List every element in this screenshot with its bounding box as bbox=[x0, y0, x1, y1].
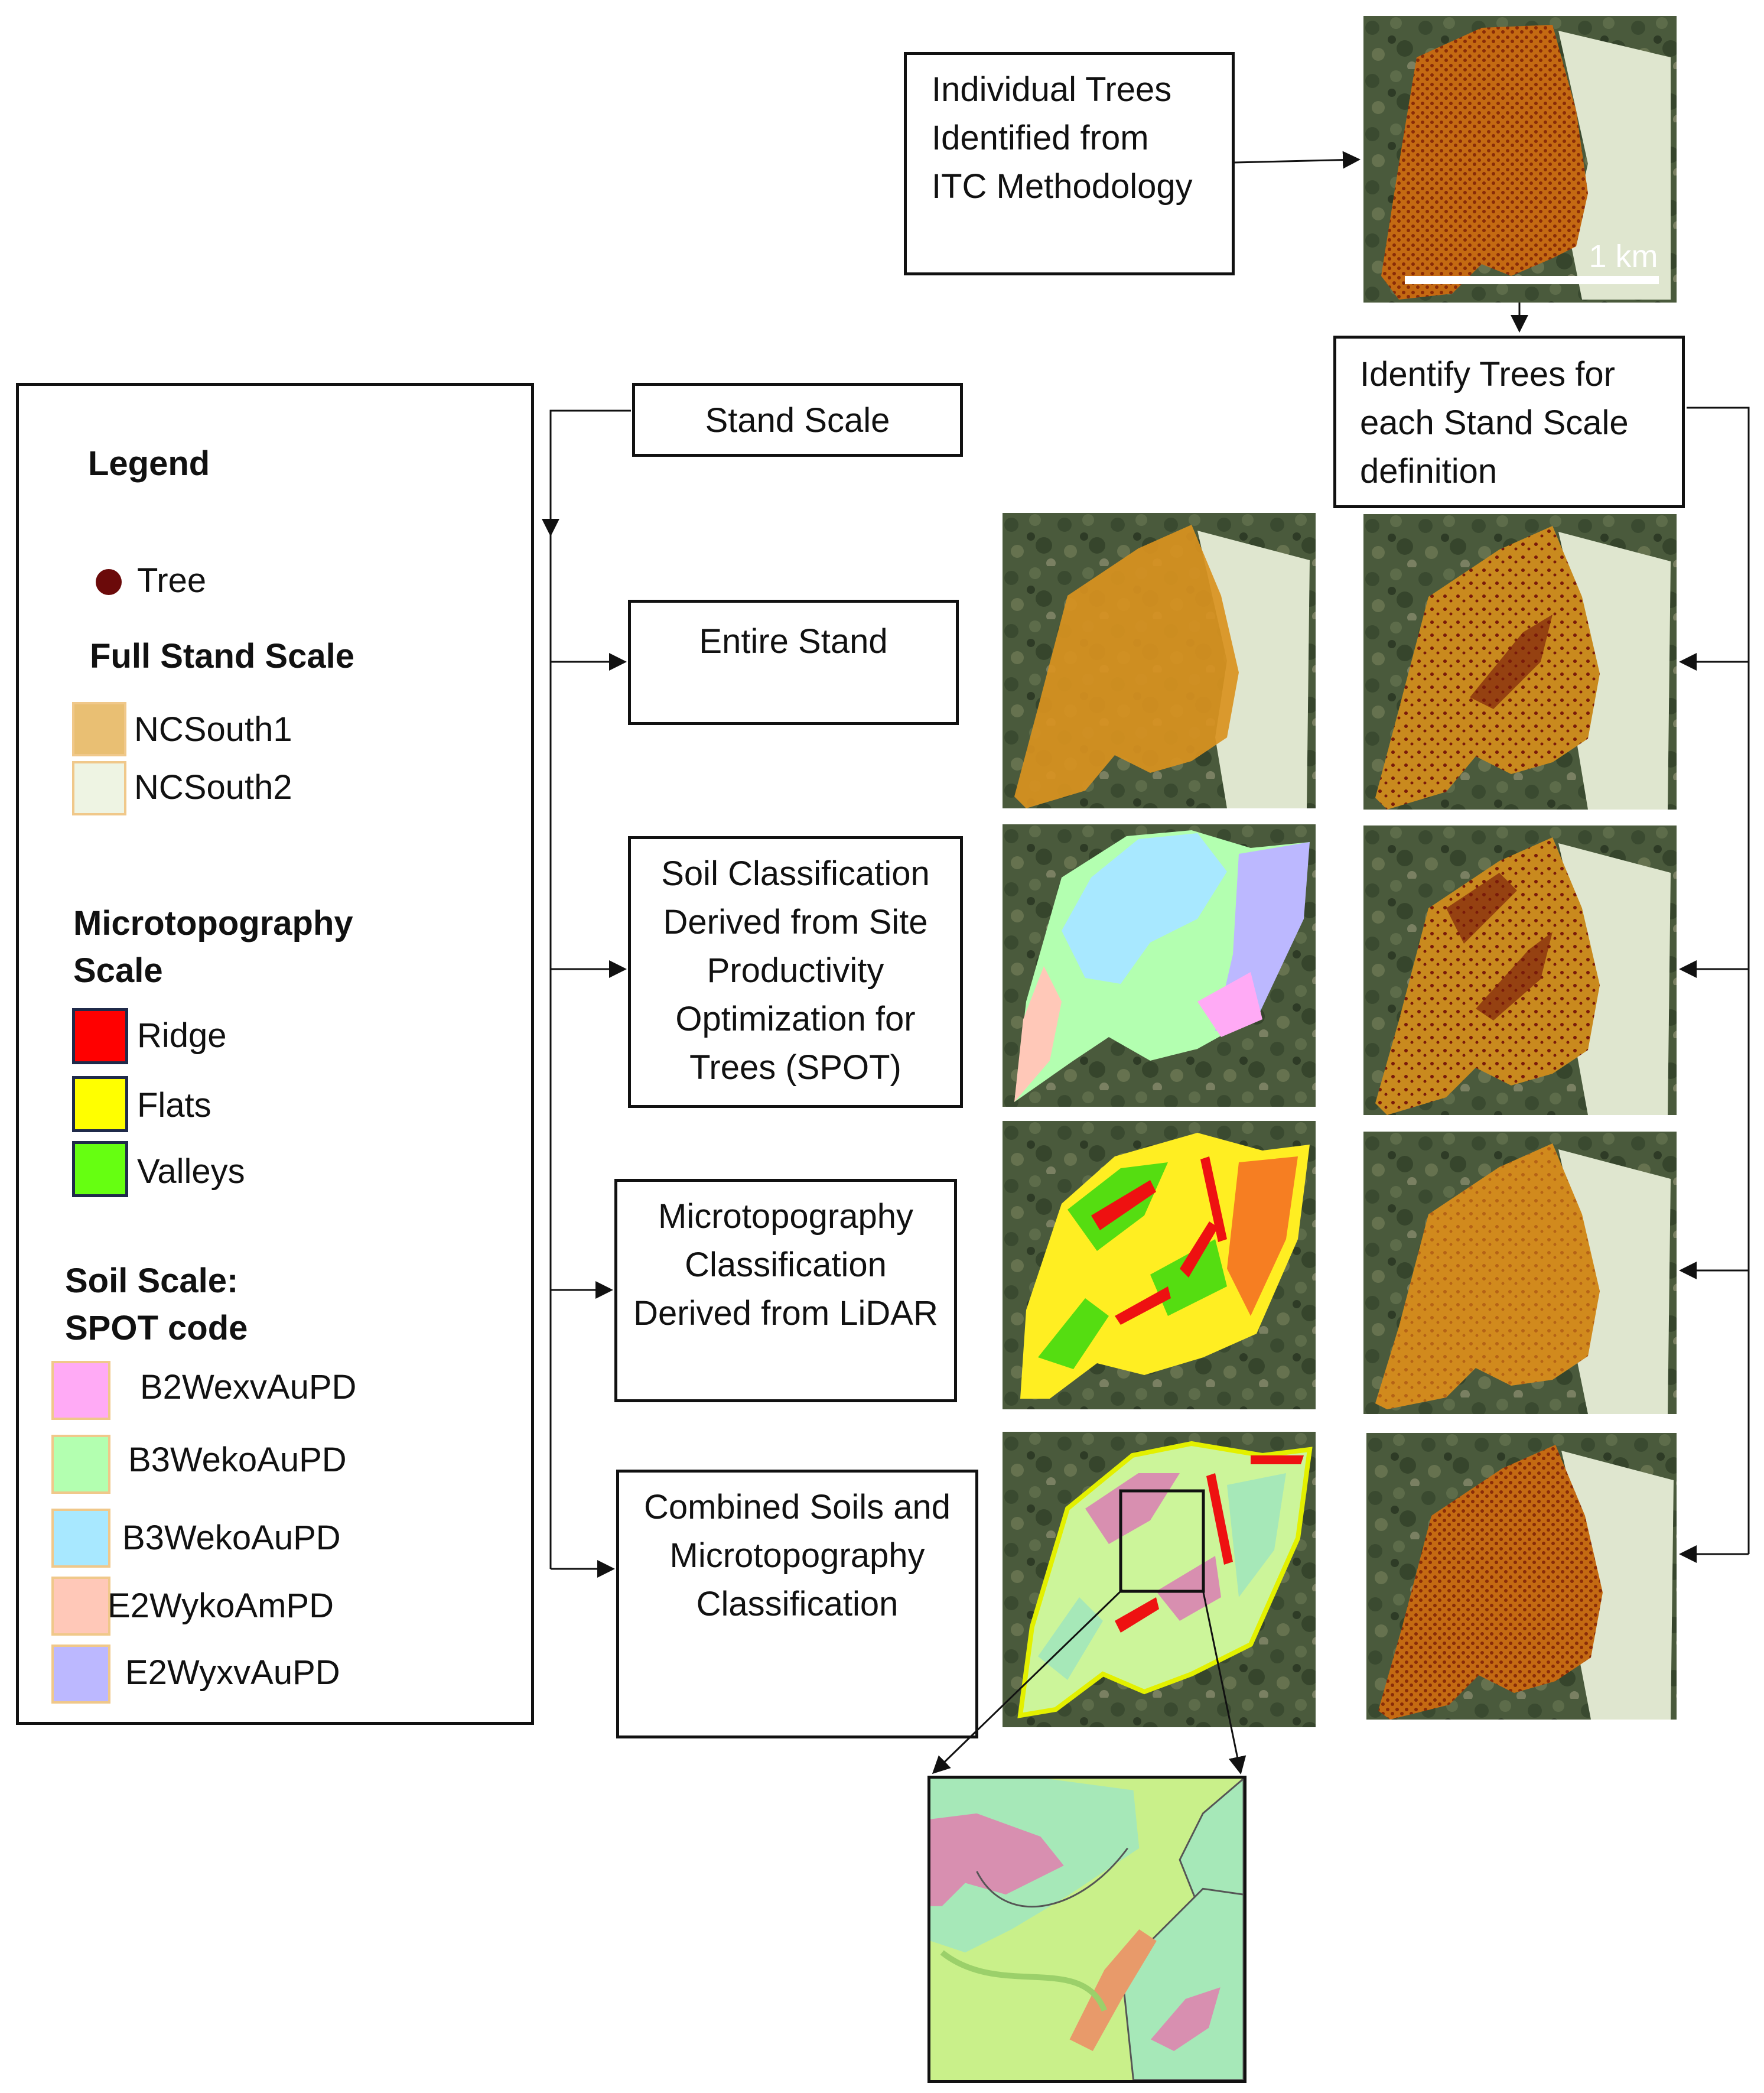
itc-trees-map: 1 km bbox=[1363, 16, 1677, 303]
swatch-b3wekoaupd-green bbox=[51, 1435, 110, 1494]
entire-stand-label: Entire Stand bbox=[699, 622, 888, 661]
trees-combined-map bbox=[1366, 1433, 1677, 1720]
entire-stand-box: Entire Stand bbox=[628, 600, 959, 725]
legend-soil-1-label: B2WexvAuPD bbox=[140, 1368, 357, 1406]
soil-classification-box: Soil Classification Derived from Site Pr… bbox=[628, 836, 963, 1108]
swatch-ncsouth1 bbox=[72, 702, 126, 756]
combined-label: Combined Soils and Microtopography Class… bbox=[643, 1488, 951, 1623]
legend-title: Legend bbox=[88, 444, 210, 483]
microtopography-box: Microtopography Classification Derived f… bbox=[614, 1179, 957, 1402]
stand-scale-box: Stand Scale bbox=[632, 383, 963, 457]
legend-ridge-label: Ridge bbox=[137, 1016, 227, 1055]
swatch-e2wyxvaupd bbox=[51, 1644, 110, 1704]
soil-title-1: Soil Scale: bbox=[65, 1262, 239, 1300]
trees-microtopography-map bbox=[1363, 1132, 1677, 1414]
itc-label-box: Individual Trees Identified from ITC Met… bbox=[904, 52, 1235, 275]
trees-soil-map bbox=[1363, 826, 1677, 1115]
swatch-valleys bbox=[72, 1141, 128, 1197]
swatch-b2wexvaupd bbox=[51, 1361, 110, 1420]
tree-marker-icon bbox=[96, 569, 122, 595]
microtopography-map bbox=[1003, 1121, 1316, 1409]
scale-bar-label: 1 km bbox=[1589, 239, 1658, 274]
legend-soil-4-label: E2WykoAmPD bbox=[108, 1587, 334, 1625]
swatch-ncsouth2 bbox=[72, 761, 126, 815]
legend-stand-2-label: NCSouth2 bbox=[134, 768, 292, 807]
itc-label: Individual Trees Identified from ITC Met… bbox=[932, 70, 1193, 206]
identify-trees-box: Identify Trees for each Stand Scale defi… bbox=[1333, 336, 1685, 508]
legend-soil-3-label: B3WekoAuPD bbox=[122, 1519, 341, 1557]
soil-title-2: SPOT code bbox=[65, 1309, 248, 1347]
legend-valleys-label: Valleys bbox=[137, 1152, 245, 1191]
swatch-ridge bbox=[72, 1008, 128, 1064]
zoom-inset-map bbox=[927, 1776, 1246, 2083]
micro-title-1: Microtopography bbox=[73, 904, 353, 942]
legend-stand-1-label: NCSouth1 bbox=[134, 710, 292, 749]
entire-stand-map bbox=[1003, 513, 1316, 808]
trees-entire-stand-map bbox=[1363, 514, 1677, 810]
micro-title-2: Scale bbox=[73, 951, 163, 990]
swatch-flats bbox=[72, 1076, 128, 1132]
combined-map bbox=[1003, 1432, 1316, 1727]
combined-box: Combined Soils and Microtopography Class… bbox=[616, 1470, 978, 1738]
legend-box: Legend Tree Full Stand Scale NCSouth1 NC… bbox=[16, 383, 534, 1725]
soil-classification-label: Soil Classification Derived from Site Pr… bbox=[661, 854, 930, 1087]
identify-trees-label: Identify Trees for each Stand Scale defi… bbox=[1360, 355, 1629, 490]
legend-tree-label: Tree bbox=[137, 561, 207, 600]
legend-soil-5-label: E2WyxvAuPD bbox=[125, 1653, 340, 1692]
legend-soil-2-label: B3WekoAuPD bbox=[128, 1441, 347, 1479]
swatch-b3wekoaupd-blue bbox=[51, 1509, 110, 1568]
soil-map bbox=[1003, 824, 1316, 1107]
legend-flats-label: Flats bbox=[137, 1086, 211, 1124]
microtopography-label: Microtopography Classification Derived f… bbox=[633, 1197, 938, 1332]
stand-scale-label: Stand Scale bbox=[705, 401, 890, 440]
swatch-e2wykoampd bbox=[51, 1577, 110, 1636]
full-stand-title: Full Stand Scale bbox=[90, 637, 354, 675]
